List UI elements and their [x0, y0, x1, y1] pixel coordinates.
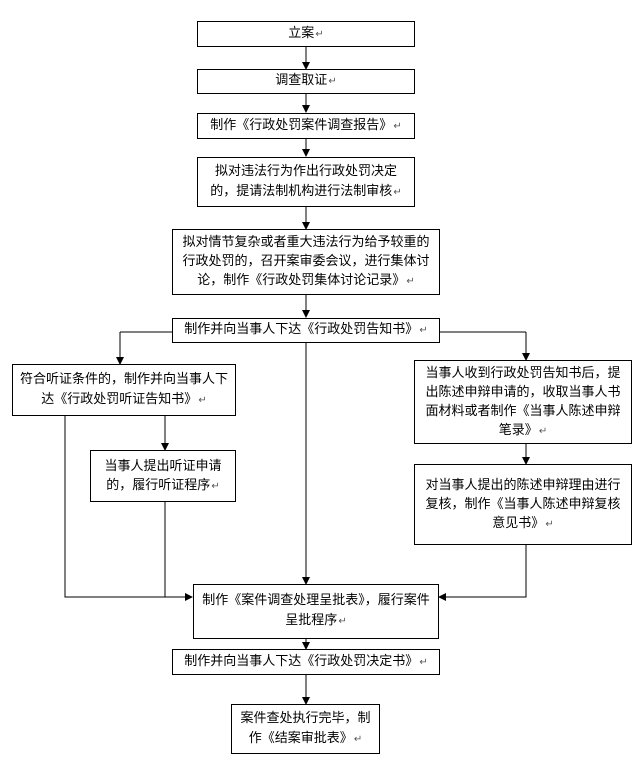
step-legal-review-text: 拟对违法行为作出行政处罚决定的，提请法制机构进行法制审核: [210, 163, 397, 199]
step-collective-discussion-text: 拟对情节复杂或者重大违法行为给予较重的行政处罚的，召开案审委会议，进行集体讨论，…: [182, 235, 430, 288]
step-defense-review-text: 对当事人提出的陈述申辩理由进行复核，制作《当事人陈述申辩复核意见书》: [425, 477, 621, 531]
step-case-closure-text: 案件查处执行完毕，制作《结案审批表》: [240, 710, 371, 746]
arrow-n7-n11: [64, 416, 193, 601]
step-file-case: 立案↵: [197, 21, 415, 47]
step-hearing-procedure-text: 当事人提出听证申请的，履行听证程序: [104, 458, 222, 493]
step-penalty-decision-text: 制作并向当事人下达《行政处罚决定书》: [184, 653, 419, 669]
step-penalty-notice: 制作并向当事人下达《行政处罚告知书》↵: [172, 318, 440, 343]
arrow-n10-n11: [438, 545, 527, 601]
paragraph-mark: ↵: [393, 186, 402, 198]
paragraph-mark: ↵: [338, 616, 347, 627]
step-investigate: 调查取证↵: [197, 69, 415, 94]
step-file-case-text: 立案: [288, 25, 315, 41]
step-penalty-decision: 制作并向当事人下达《行政处罚决定书》↵: [172, 649, 440, 675]
step-penalty-notice-text: 制作并向当事人下达《行政处罚告知书》: [184, 322, 419, 337]
paragraph-mark: ↵: [353, 733, 363, 745]
step-collective-discussion: 拟对情节复杂或者重大违法行为给予较重的行政处罚的，召开案审委会议，进行集体讨论，…: [172, 229, 440, 295]
step-approval-form-text: 制作《案件调查处理呈批表》，履行案件呈批程序: [202, 593, 430, 628]
step-hearing-procedure: 当事人提出听证申请的，履行听证程序↵: [90, 450, 236, 502]
paragraph-mark: ↵: [538, 425, 548, 437]
paragraph-mark: ↵: [406, 276, 415, 287]
paragraph-mark: ↵: [211, 480, 220, 492]
paragraph-mark: ↵: [393, 120, 402, 132]
step-statement-defense-text: 当事人收到行政处罚告知书后，提出陈述申辩申请的，收取当事人书面材料或者制作《当事…: [425, 365, 621, 438]
step-hearing-notice-text: 符合听证条件的，制作并向当事人下达《行政处罚听证告知书》: [19, 371, 228, 407]
paragraph-mark: ↵: [315, 28, 324, 40]
paragraph-mark: ↵: [198, 394, 207, 406]
step-investigation-report: 制作《行政处罚案件调查报告》↵: [197, 113, 415, 139]
step-legal-review: 拟对违法行为作出行政处罚决定的，提请法制机构进行法制审核↵: [197, 157, 415, 207]
paragraph-mark: ↵: [328, 76, 337, 87]
step-investigate-text: 调查取证: [275, 73, 328, 88]
step-investigation-report-text: 制作《行政处罚案件调查报告》: [210, 117, 393, 133]
step-hearing-notice: 符合听证条件的，制作并向当事人下达《行政处罚听证告知书》↵: [12, 364, 236, 416]
step-defense-review: 对当事人提出的陈述申辩理由进行复核，制作《当事人陈述申辩复核意见书》↵: [414, 464, 632, 545]
step-statement-defense: 当事人收到行政处罚告知书后，提出陈述申辩申请的，收取当事人书面材料或者制作《当事…: [414, 360, 632, 444]
paragraph-mark: ↵: [419, 325, 428, 336]
paragraph-mark: ↵: [419, 656, 428, 668]
paragraph-mark: ↵: [545, 518, 554, 530]
step-approval-form: 制作《案件调查处理呈批表》，履行案件呈批程序↵: [193, 584, 439, 639]
step-case-closure: 案件查处执行完毕，制作《结案审批表》↵: [231, 704, 380, 754]
